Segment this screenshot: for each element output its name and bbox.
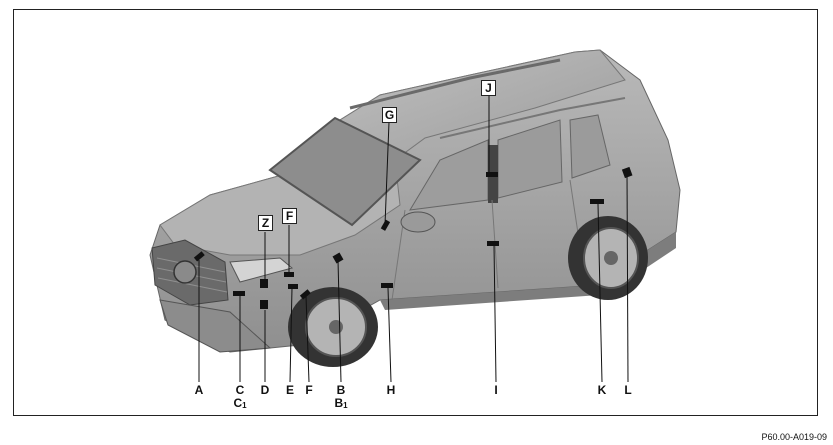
roof-rail — [349, 58, 561, 110]
callout-a: A — [194, 383, 204, 397]
callout-e: E — [285, 383, 294, 397]
quarter-window — [569, 114, 611, 179]
callout-d: D — [260, 383, 270, 397]
callout-j: J — [481, 80, 496, 96]
component-markers — [193, 166, 633, 309]
callout-b1: B1 — [334, 396, 348, 411]
headlight — [229, 257, 294, 283]
roof-rail-rear — [439, 97, 626, 139]
front-side-window — [409, 139, 489, 211]
front-hub — [329, 320, 343, 334]
callout-k: K — [597, 383, 607, 397]
leader-lines — [198, 95, 629, 383]
callout-c1: C1 — [233, 396, 247, 411]
callout-i: I — [494, 383, 498, 397]
windshield — [268, 116, 422, 227]
callout-c: C — [235, 383, 245, 397]
brand-star — [173, 260, 197, 284]
figure-reference-code: P60.00-A019-09 — [761, 432, 827, 442]
rear-hub — [604, 251, 618, 265]
callout-l: L — [624, 383, 632, 397]
callout-z: Z — [258, 215, 273, 231]
callout-h: H — [386, 383, 396, 397]
callout-b: B — [336, 383, 346, 397]
callout-g: G — [382, 107, 397, 123]
callout-f-upper: F — [282, 208, 297, 224]
lower-bumper — [159, 299, 272, 353]
callout-f-lower: F — [305, 383, 313, 397]
side-mirror — [400, 211, 436, 233]
